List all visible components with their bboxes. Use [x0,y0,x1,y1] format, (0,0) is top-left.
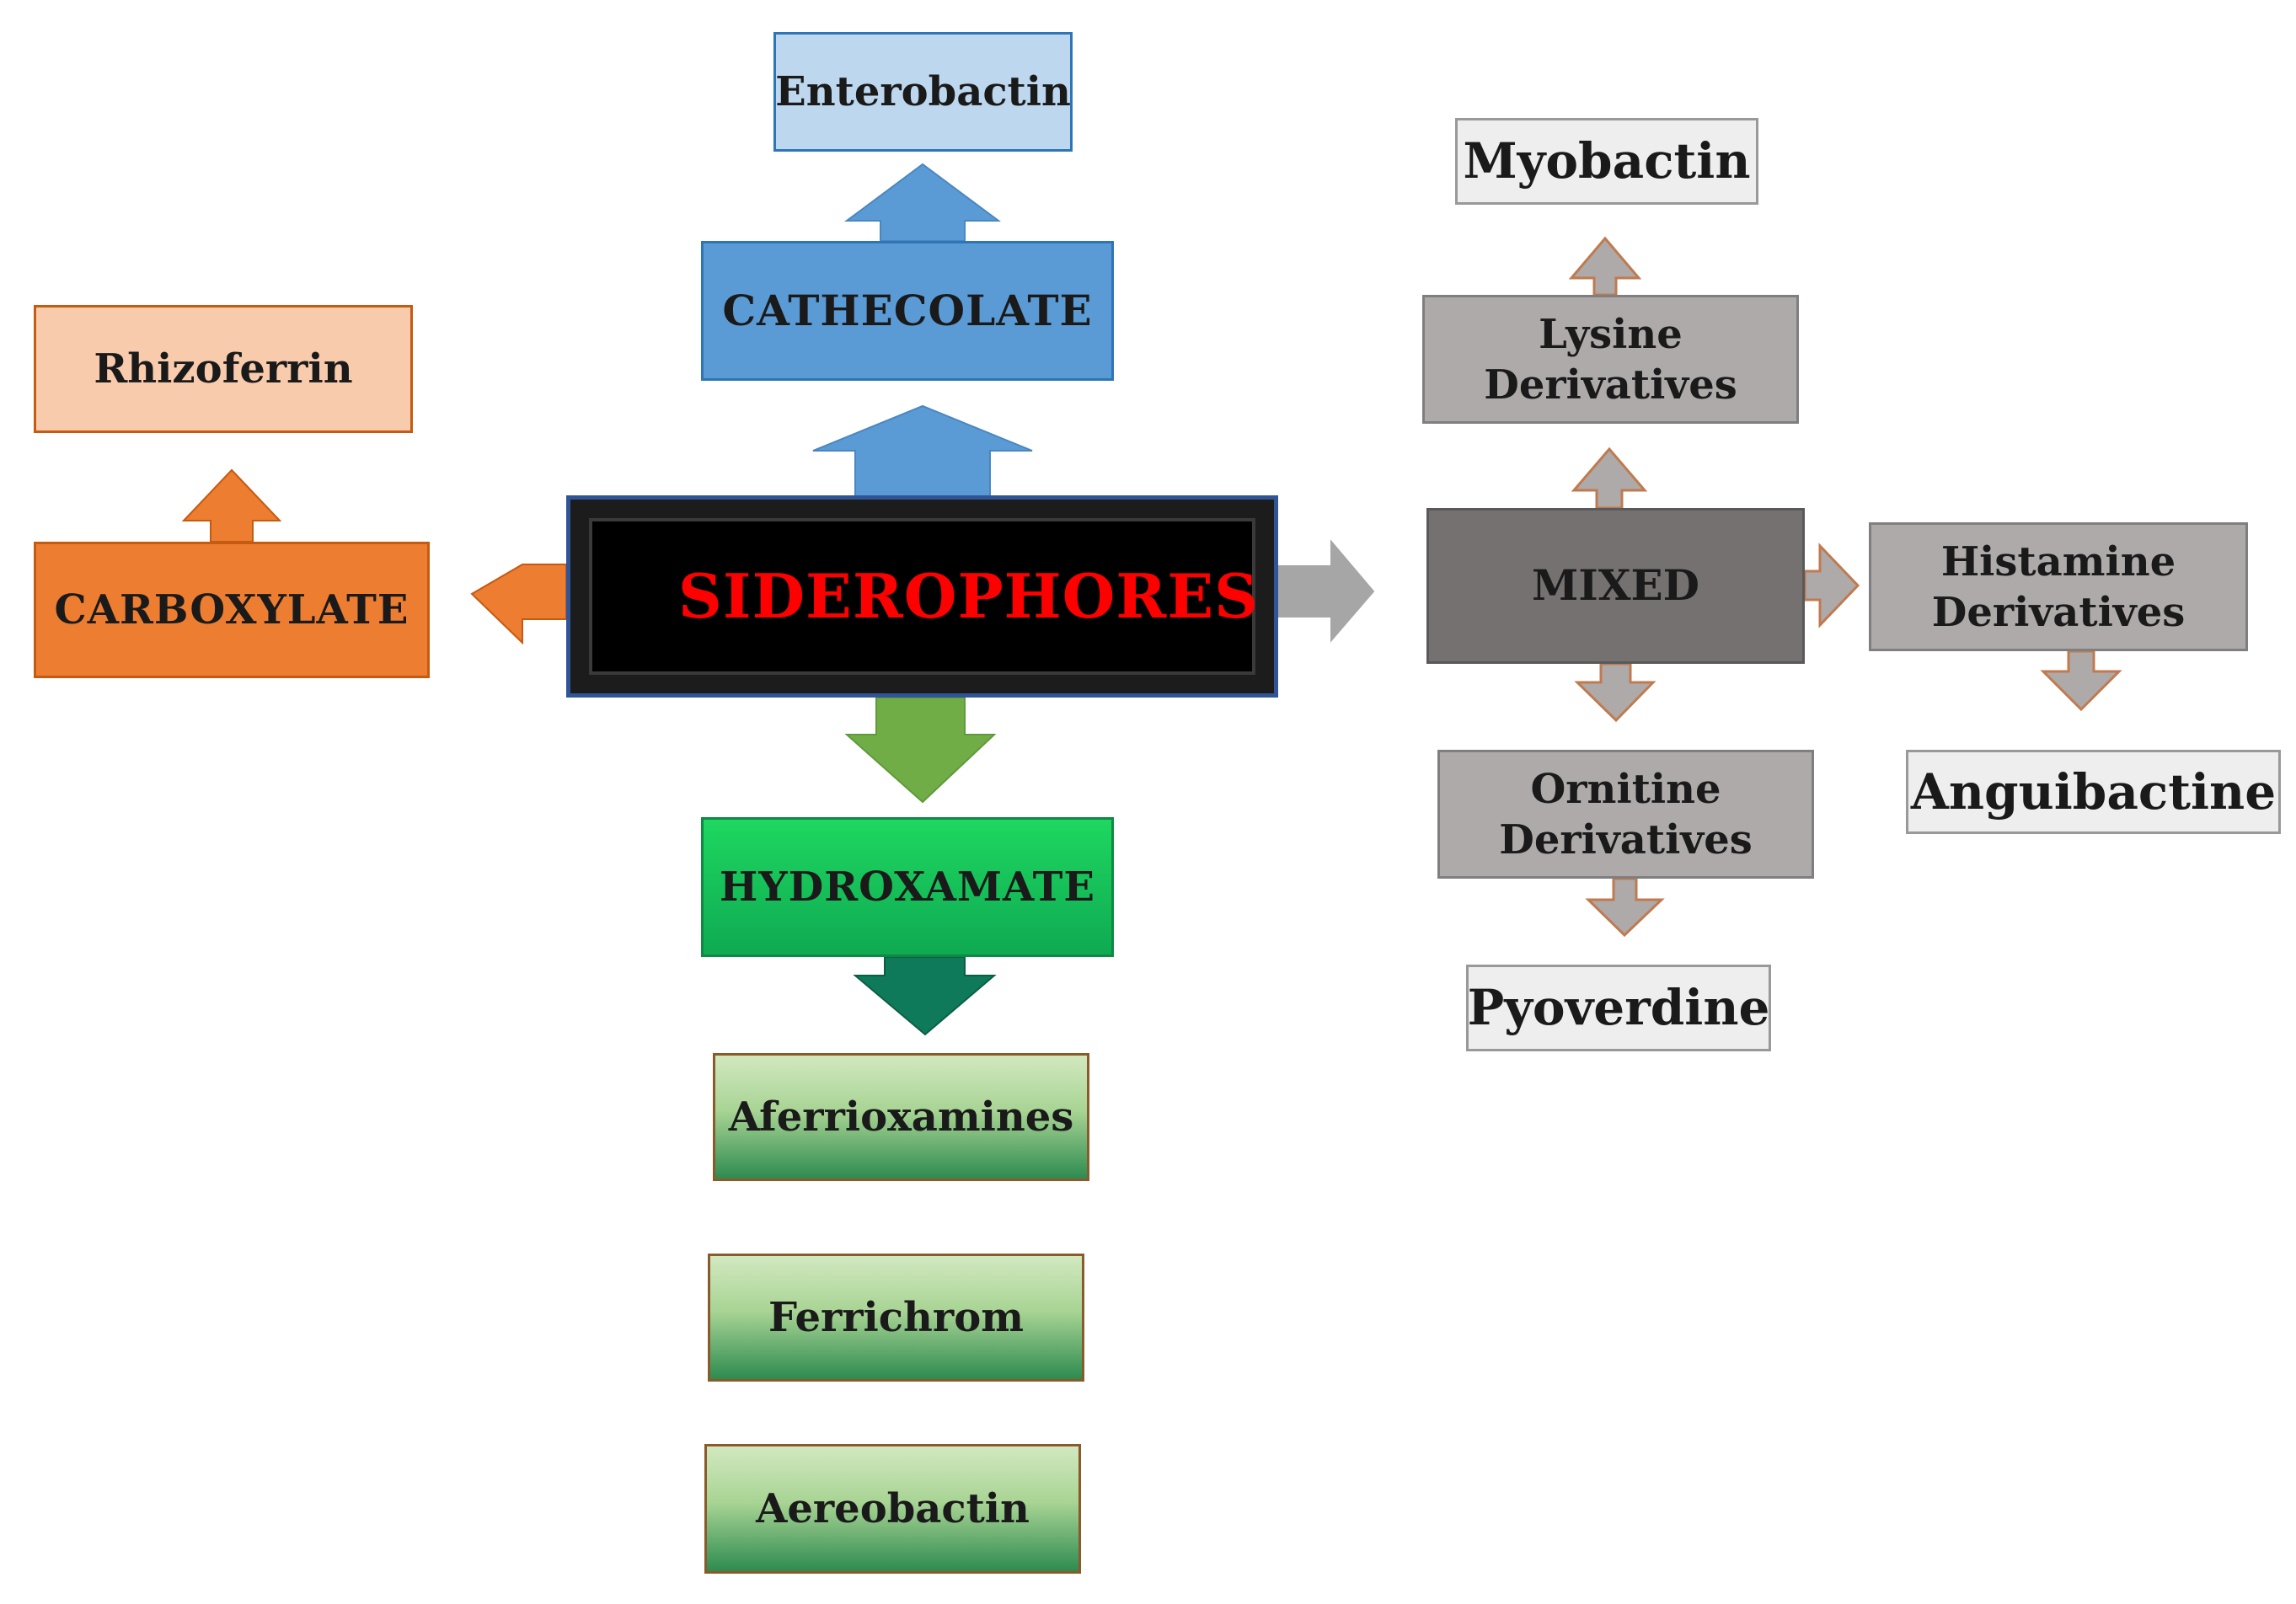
enterobactin-label: Enterobactin [775,68,1071,115]
carboxylate-box: CARBOXYLATE [34,542,430,678]
cathecolate-box: CATHECOLATE [701,241,1114,381]
arrow-down-to-ornitine [1574,662,1656,723]
pyoverdine-label: Pyoverdine [1467,979,1770,1037]
carboxylate-label: CARBOXYLATE [54,586,409,634]
myobactin-label: Myobactin [1463,132,1751,190]
lysine-derivatives-box: Lysine Derivatives [1422,295,1799,424]
anguibactine-box: Anguibactine [1906,750,2281,834]
arrow-up-to-myobactin [1568,236,1642,297]
ferrichrom-box: Ferrichrom [708,1254,1084,1382]
mixed-box: MIXED [1426,508,1805,664]
ornitine-derivatives-box: Ornitine Derivatives [1437,750,1814,879]
arrow-down-to-hydroxamate [844,697,997,804]
arrow-down-to-pyoverdine [1585,877,1665,938]
arrow-down-to-hydroxamate-examples [853,956,997,1036]
anguibactine-label: Anguibactine [1910,762,2277,821]
aferrioxamines-box: Aferrioxamines [713,1053,1089,1181]
arrow-right-to-mixed [1276,539,1375,643]
rhizoferrin-box: Rhizoferrin [34,305,413,433]
arrow-right-to-histamine [1803,543,1860,628]
mixed-label: MIXED [1532,560,1699,611]
histamine-derivatives-label: Histamine Derivatives [1931,537,2186,636]
hydroxamate-box: HYDROXAMATE [701,817,1114,957]
center-label: SIDEROPHORES [677,560,1260,632]
aferrioxamines-label: Aferrioxamines [728,1093,1074,1141]
hydroxamate-label: HYDROXAMATE [720,863,1095,911]
rhizoferrin-label: Rhizoferrin [94,345,353,393]
myobactin-box: Myobactin [1455,118,1758,205]
siderophores-center-box: SIDEROPHORES [566,495,1278,698]
histamine-derivatives-box: Histamine Derivatives [1869,522,2248,651]
cathecolate-label: CATHECOLATE [722,285,1093,335]
arrow-up-to-enterobactin [843,163,1002,242]
ferrichrom-label: Ferrichrom [768,1294,1025,1341]
lysine-derivatives-label: Lysine Derivatives [1484,310,1737,409]
enterobactin-box: Enterobactin [773,32,1073,152]
pyoverdine-box: Pyoverdine [1466,965,1771,1051]
arrow-up-to-lysine [1571,446,1648,510]
aereobactin-box: Aereobactin [704,1444,1081,1574]
aereobactin-label: Aereobactin [756,1485,1030,1532]
arrow-up-to-rhizoferrin [181,468,282,543]
ornitine-derivatives-label: Ornitine Derivatives [1499,765,1753,863]
arrow-up-to-cathecolate [812,404,1033,498]
arrow-down-to-anguibactine [2040,650,2122,712]
arrow-left-to-carboxylate [470,564,567,645]
